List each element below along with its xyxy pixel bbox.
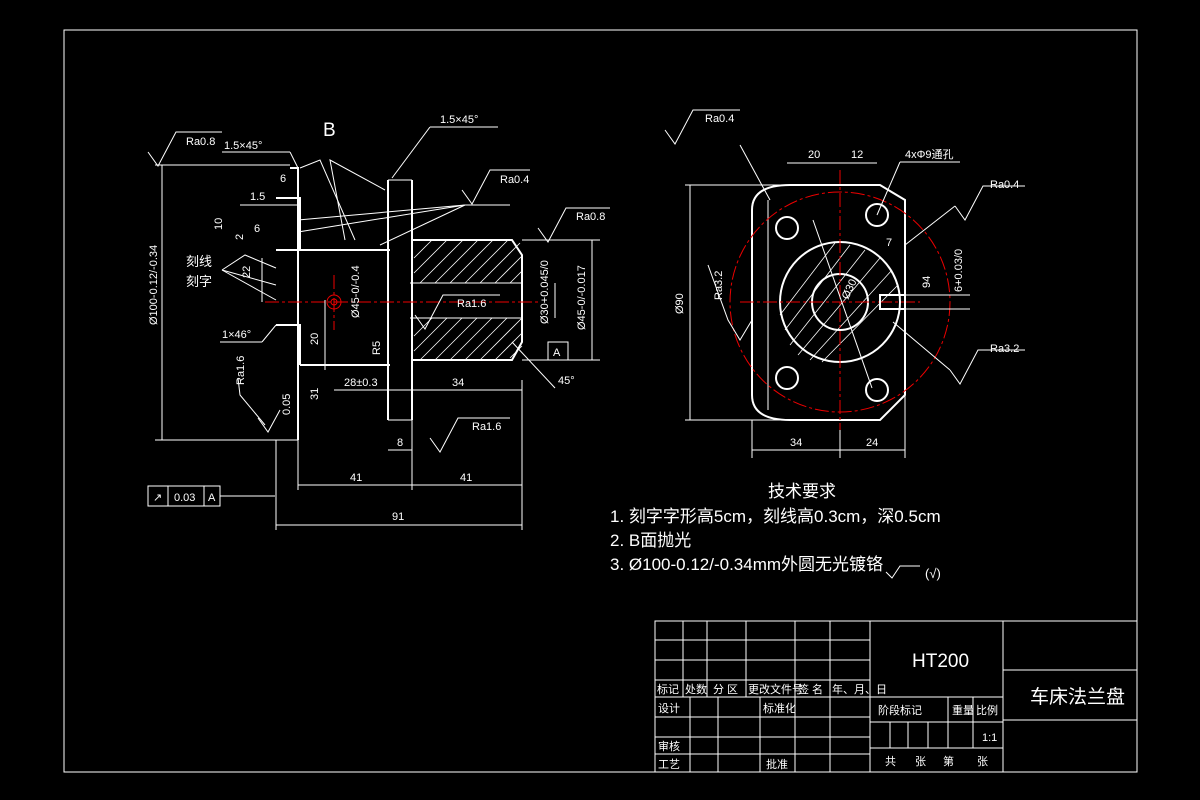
ra-0.4-top: Ra0.4 xyxy=(500,174,529,186)
note-1: 1. 刻字字形高5cm，刻线高0.3cm，深0.5cm xyxy=(610,507,941,526)
row-approve: 批准 xyxy=(766,757,788,771)
runout-symbol: ↗ xyxy=(153,492,162,504)
dim-10: 10 xyxy=(213,218,225,230)
technical-notes: 技术要求 1. 刻字字形高5cm，刻线高0.3cm，深0.5cm 2. B面抛光… xyxy=(610,482,941,581)
title-block: HT200 车床法兰盘 1:1 标记 处数 分 区 更改文件号 签 名 年、月、… xyxy=(654,620,1138,773)
side-dim-7: 7 xyxy=(886,237,892,249)
engrave-line-label: 刻线 xyxy=(186,254,212,269)
engrave-char-label: 刻字 xyxy=(186,274,212,289)
row-standardize: 标准化 xyxy=(763,701,796,715)
dim-0.05: 0.05 xyxy=(281,394,293,415)
side-dim-94: 94 xyxy=(921,276,933,288)
runout-datum: A xyxy=(208,492,216,504)
side-dim-12: 12 xyxy=(851,149,863,161)
drawing-border xyxy=(63,29,1138,773)
side-dim-phi90: Ø90 xyxy=(674,293,686,314)
stage-scale: 比例 xyxy=(976,703,998,717)
stage-weight: 重量 xyxy=(952,703,974,717)
dim-phi30: Ø30+0.045/0 xyxy=(539,260,551,324)
ra-0.8-right: Ra0.8 xyxy=(576,211,605,223)
ra-0.8-left: Ra0.8 xyxy=(186,136,215,148)
dim-phi100: Ø100-0.12/-0.34 xyxy=(148,245,160,325)
material-label: HT200 xyxy=(912,651,969,672)
chamfer-bottom: 1×46° xyxy=(222,329,251,341)
side-dim-6: 6+0.03/0 xyxy=(953,249,965,292)
bolt-hole-2 xyxy=(865,203,889,227)
front-view xyxy=(265,159,540,440)
chamfer-bore: 45° xyxy=(558,375,575,387)
header-count: 处数 xyxy=(685,683,707,696)
header-change-doc: 更改文件号 xyxy=(748,682,803,696)
part-name: 车床法兰盘 xyxy=(1030,686,1125,708)
stage-mark: 阶段标记 xyxy=(878,703,922,717)
dim-20: 20 xyxy=(309,333,321,345)
dim-28: 28±0.3 xyxy=(344,377,378,389)
dim-41a: 41 xyxy=(350,472,362,484)
bolt-hole-3 xyxy=(775,366,799,390)
datum-a-box xyxy=(547,341,569,361)
ra-1.6-bottom: Ra1.6 xyxy=(472,421,501,433)
dim-1.5: 1.5 xyxy=(250,191,265,203)
sheet-total: 共 xyxy=(885,755,896,768)
side-dim-phi30: Ø30 xyxy=(840,277,860,301)
sheet-total-unit: 张 xyxy=(915,755,926,768)
keyway xyxy=(879,294,906,310)
side-dim-24: 24 xyxy=(866,437,878,449)
row-process: 工艺 xyxy=(658,758,680,771)
dim-phi45b: Ø45-0/-0.017 xyxy=(576,265,588,330)
dim-6b: 6 xyxy=(254,223,260,235)
front-dimensions: B 1.5×45° 1.5×45° 6 1.5 10 2 6 22 20 刻线 … xyxy=(147,114,610,530)
side-dim-20: 20 xyxy=(808,149,820,161)
notes-title: 技术要求 xyxy=(768,482,836,501)
header-mark: 标记 xyxy=(657,682,679,696)
section-hatching xyxy=(413,239,523,361)
side-dim-34: 34 xyxy=(790,437,802,449)
bolt-hole-4 xyxy=(865,378,889,402)
scale-value: 1:1 xyxy=(982,732,997,744)
dim-8: 8 xyxy=(397,437,403,449)
chamfer-right: 1.5×45° xyxy=(440,114,478,126)
dim-2: 2 xyxy=(234,234,246,240)
dim-22: 22 xyxy=(241,266,253,278)
dim-31: 31 xyxy=(309,388,321,400)
runout-tolerance-frame: ↗ 0.03 A xyxy=(147,485,275,507)
ra-1.6-bore: Ra1.6 xyxy=(457,298,486,310)
side-ra-3.2-right: Ra3.2 xyxy=(990,343,1019,355)
bolt-hole-1 xyxy=(775,216,799,240)
general-roughness-symbol: (√) xyxy=(925,566,941,581)
dim-41b: 41 xyxy=(460,472,472,484)
hub-hatching xyxy=(779,242,899,363)
chamfer-left: 1.5×45° xyxy=(224,140,262,152)
dim-34: 34 xyxy=(452,377,464,389)
side-ra-0.4: Ra0.4 xyxy=(705,113,734,125)
ra-1.6-left: Ra1.6 xyxy=(235,356,247,385)
row-design: 设计 xyxy=(658,702,680,715)
header-sign: 签 名 xyxy=(798,682,823,696)
side-ra-0.4-right: Ra0.4 xyxy=(990,179,1019,191)
dim-91: 91 xyxy=(392,511,404,523)
dim-6: 6 xyxy=(280,173,286,185)
note-2: 2. B面抛光 xyxy=(610,531,691,550)
datum-a: A xyxy=(553,347,561,359)
row-review: 审核 xyxy=(658,739,680,753)
note-3: 3. Ø100-0.12/-0.34mm外圆无光镀铬 xyxy=(610,555,883,574)
side-ra-3.2-left: Ra3.2 xyxy=(713,271,725,300)
engrave-mark xyxy=(326,294,342,310)
dim-phi45: Ø45-0/-0.4 xyxy=(350,265,362,318)
runout-value: 0.03 xyxy=(174,492,195,504)
dim-r5: R5 xyxy=(371,341,383,355)
header-zone: 分 区 xyxy=(713,683,738,696)
header-date: 年、月、日 xyxy=(832,682,887,696)
sheet-num: 第 xyxy=(943,754,954,768)
side-holes-note: 4xΦ9通孔 xyxy=(905,148,954,161)
sheet-num-unit: 张 xyxy=(977,755,988,768)
surface-b-label: B xyxy=(323,120,336,141)
side-view: 20 12 4xΦ9通孔 7 94 6+0.03/0 Ø90 Ø30 34 24… xyxy=(664,109,1025,458)
